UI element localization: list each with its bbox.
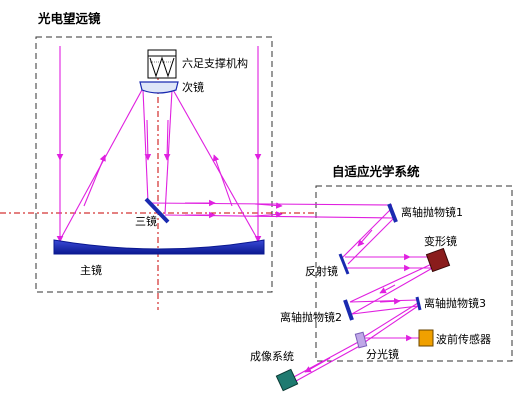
splitter-label: 分光镜 [366,347,399,361]
oap1-label: 离轴抛物镜1 [401,205,463,219]
oap1-mirror [387,203,398,223]
tertiary-mirror [144,197,170,224]
wavefront-label: 波前传感器 [436,332,491,346]
telescope-title: 光电望远镜 [37,11,101,26]
oap3-mirror [415,296,422,311]
oap2-label: 离轴抛物镜2 [280,310,342,324]
reflector-label: 反射镜 [305,264,338,278]
deformable-label: 变形镜 [424,234,457,248]
secondary-mirror [139,81,179,94]
deformable-mirror [425,247,451,273]
tertiary-label: 三镜 [135,214,157,228]
adaptive-optics-rays [291,207,437,382]
hexapod-support [147,49,177,79]
secondary-label: 次镜 [182,80,204,94]
imaging-system [275,368,299,392]
adaptive-optics-title: 自适应光学系统 [332,164,420,179]
primary-mirror [53,239,265,255]
tertiary-to-oap1-rays [147,199,394,219]
oap2-mirror [343,299,354,321]
reflector-mirror [338,253,350,275]
telescope-frame [35,36,273,293]
wavefront-sensor [418,329,434,347]
oap3-label: 离轴抛物镜3 [424,296,486,310]
primary-label: 主镜 [80,263,102,277]
primary-to-secondary-rays [59,87,259,241]
incoming-rays [56,46,262,243]
secondary-to-tertiary-rays [142,89,173,215]
imaging-label: 成像系统 [250,350,294,363]
beam-splitter [354,331,368,349]
support-label: 六足支撑机构 [182,56,248,70]
adaptive-optics-frame [315,185,513,362]
